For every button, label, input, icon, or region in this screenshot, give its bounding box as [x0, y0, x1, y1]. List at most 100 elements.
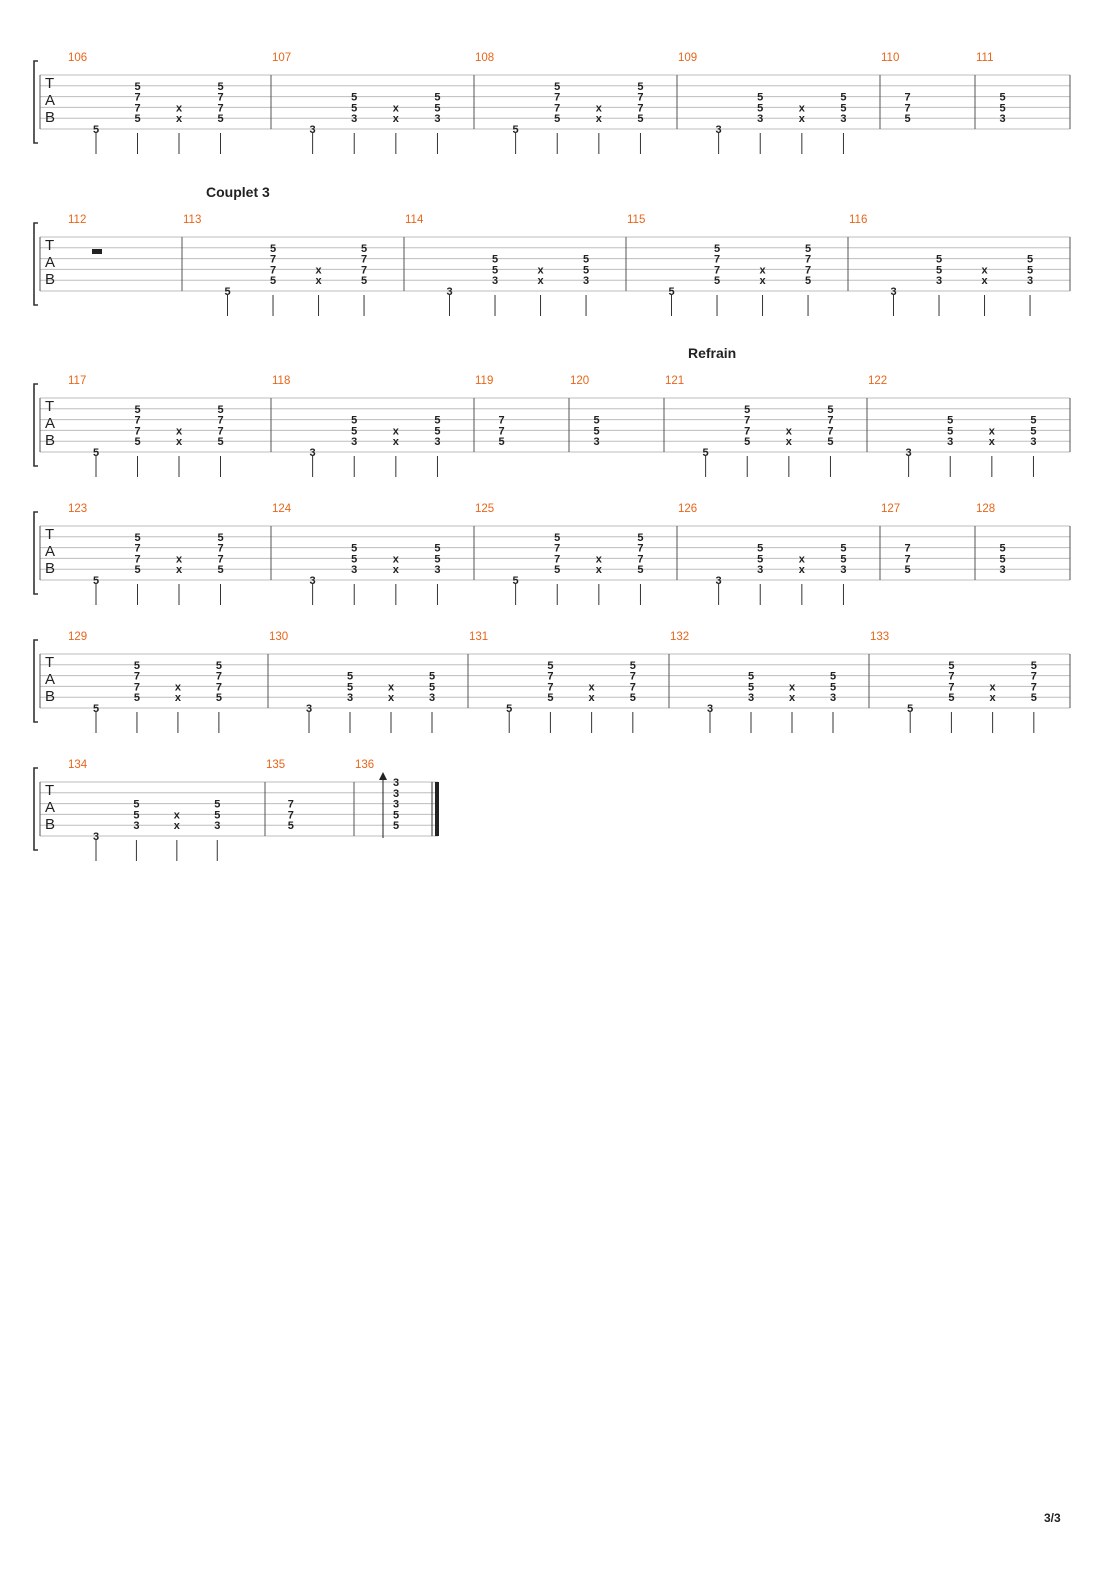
- fret-number: 5: [393, 820, 399, 832]
- fret-number: 7: [554, 92, 560, 104]
- section-label: Refrain: [688, 345, 736, 361]
- beat: xx: [176, 553, 183, 605]
- fret-number: 3: [133, 820, 139, 832]
- fret-number: 5: [827, 404, 833, 416]
- fret-number: 5: [830, 671, 836, 683]
- fret-number: 5: [554, 113, 560, 125]
- fret-number: 5: [827, 436, 833, 448]
- beat: xx: [759, 264, 766, 316]
- fret-number: 3: [748, 692, 754, 704]
- beat: 3: [890, 286, 897, 316]
- fret-number: 5: [637, 564, 643, 576]
- fret-number: 7: [217, 92, 223, 104]
- systems-layer: TAB10655775xx57751073553xx55310855775xx5…: [33, 52, 1071, 861]
- fret-number: 3: [716, 124, 722, 136]
- fret-number: x: [799, 553, 806, 565]
- beat: 3: [716, 124, 722, 154]
- fret-number: 3: [906, 447, 912, 459]
- fret-number: 5: [214, 799, 220, 811]
- tab-system: TAB12955775xx57751303553xx55313155775xx5…: [33, 631, 1071, 733]
- fret-number: 5: [744, 404, 750, 416]
- system-bracket: [33, 383, 38, 467]
- fret-number: x: [175, 681, 182, 693]
- fret-number: 5: [393, 809, 399, 821]
- fret-number: 5: [748, 671, 754, 683]
- system-bracket: [33, 60, 38, 144]
- measure-number: 131: [469, 631, 488, 643]
- fret-number: 5: [999, 543, 1005, 555]
- beat: 553: [214, 799, 220, 861]
- fret-number: 3: [583, 275, 589, 287]
- fret-number: 5: [757, 102, 763, 114]
- fret-number: x: [176, 113, 183, 125]
- fret-number: 5: [1027, 254, 1033, 266]
- measure-number: 136: [355, 759, 374, 771]
- measure-number: 121: [665, 375, 684, 387]
- fret-number: 5: [93, 575, 99, 587]
- measure-number: 113: [183, 214, 201, 226]
- beat: xx: [174, 809, 181, 861]
- fret-number: x: [786, 425, 793, 437]
- measure-number: 114: [405, 214, 424, 226]
- fret-number: 3: [936, 275, 942, 287]
- fret-number: 3: [492, 275, 498, 287]
- measure-number: 109: [678, 52, 697, 64]
- fret-number: 5: [492, 254, 498, 266]
- fret-number: 3: [1027, 275, 1033, 287]
- fret-number: 5: [217, 113, 223, 125]
- measure-number: 127: [881, 503, 900, 515]
- beat: xx: [315, 264, 322, 316]
- fret-number: x: [989, 436, 996, 448]
- fret-number: x: [789, 692, 796, 704]
- fret-number: x: [981, 275, 988, 287]
- fret-number: 3: [351, 436, 357, 448]
- beat: 553: [840, 92, 847, 154]
- fret-number: 5: [134, 692, 140, 704]
- fret-number: 7: [547, 671, 553, 683]
- measure-number: 123: [68, 503, 87, 515]
- beat: 553: [351, 415, 357, 477]
- fret-number: 5: [999, 553, 1005, 565]
- fret-number: 7: [134, 92, 140, 104]
- tab-system: TAB10655775xx57751073553xx55310855775xx5…: [33, 52, 1071, 154]
- tab-clef-letter: B: [45, 688, 55, 705]
- fret-number: 5: [270, 275, 276, 287]
- fret-number: 5: [133, 809, 139, 821]
- fret-number: 7: [630, 681, 636, 693]
- section-label: Couplet 3: [206, 184, 270, 200]
- measure-number: 133: [870, 631, 889, 643]
- fret-number: x: [393, 436, 400, 448]
- system-bracket: [33, 639, 38, 723]
- fret-number: 5: [347, 671, 353, 683]
- beat: 553: [999, 543, 1005, 577]
- beat: 775: [498, 415, 504, 449]
- fret-number: 5: [214, 809, 220, 821]
- fret-number: 3: [310, 575, 316, 587]
- fret-number: 5: [216, 660, 222, 672]
- fret-number: 5: [714, 275, 720, 287]
- measure-number: 115: [627, 214, 645, 226]
- beat: 553: [936, 254, 942, 316]
- beat: 3: [93, 831, 99, 861]
- fret-number: 7: [134, 543, 140, 555]
- fret-number: x: [589, 692, 596, 704]
- fret-number: x: [799, 102, 806, 114]
- fret-number: 7: [948, 671, 954, 683]
- tab-clef-letter: A: [45, 543, 55, 560]
- fret-number: x: [388, 692, 395, 704]
- beat: xx: [990, 681, 997, 733]
- fret-number: 5: [513, 575, 519, 587]
- fret-number: 3: [999, 113, 1005, 125]
- fret-number: x: [596, 553, 603, 565]
- beat: xx: [393, 553, 400, 605]
